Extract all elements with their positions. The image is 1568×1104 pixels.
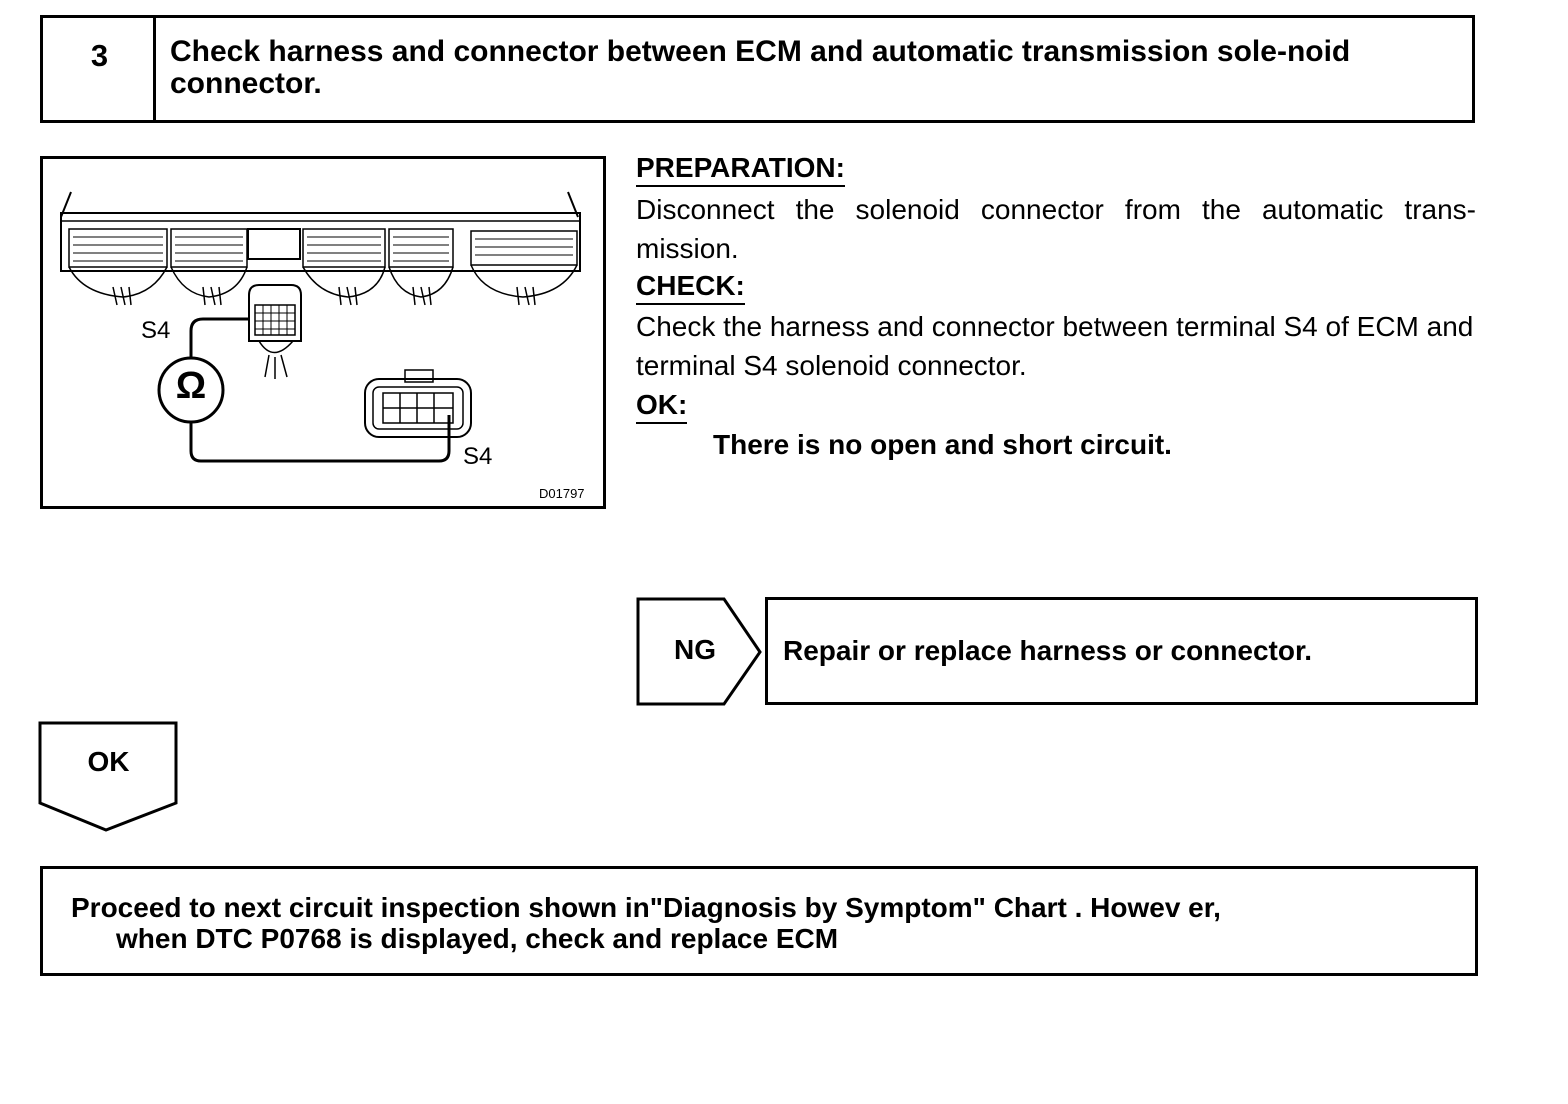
ok-label: OK xyxy=(87,746,130,777)
ok-spec-heading: OK: xyxy=(636,389,688,424)
solenoid-terminal-label: S4 xyxy=(463,443,493,470)
ok-spec-text: There is no open and short circuit. xyxy=(713,429,1172,460)
check-heading: CHECK: xyxy=(636,270,745,305)
ohm-symbol: Ω xyxy=(175,365,207,407)
ecm-connectors xyxy=(68,228,578,268)
ecm-probed-connector xyxy=(248,284,302,379)
step-number-cell xyxy=(43,18,156,120)
step-header: 3 Check harness and connector between EC… xyxy=(40,15,1475,123)
step-number: 3 xyxy=(90,38,109,73)
next-step-line-2: when DTC P0768 is displayed, check and r… xyxy=(116,923,839,954)
preparation-text: Disconnect the solenoid connector from t… xyxy=(636,194,1476,264)
wire-bundles xyxy=(68,264,578,306)
step-title: Check harness and connector between ECM … xyxy=(170,35,1351,100)
wiring-figure: Ω S4 S4 D01797 xyxy=(40,156,606,509)
ng-label: NG xyxy=(674,634,716,665)
ohmmeter-icon xyxy=(157,356,225,424)
ok-arrow-shape xyxy=(38,721,178,832)
solenoid-connector xyxy=(364,369,472,438)
next-step-box: Proceed to next circuit inspection shown… xyxy=(40,866,1478,976)
ecm-terminal-label: S4 xyxy=(141,317,171,344)
next-step-line-1: Proceed to next circuit inspection shown… xyxy=(71,892,1221,923)
preparation-heading: PREPARATION: xyxy=(636,152,845,187)
figure-code: D01797 xyxy=(539,486,585,501)
check-text: Check the harness and connector between … xyxy=(636,311,1474,381)
ng-arrow-shape xyxy=(636,597,762,706)
ng-action-text: Repair or replace harness or connector. xyxy=(783,635,1313,666)
ng-action-box: Repair or replace harness or connector. xyxy=(765,597,1478,705)
ecm-connector-diagram xyxy=(60,191,581,463)
